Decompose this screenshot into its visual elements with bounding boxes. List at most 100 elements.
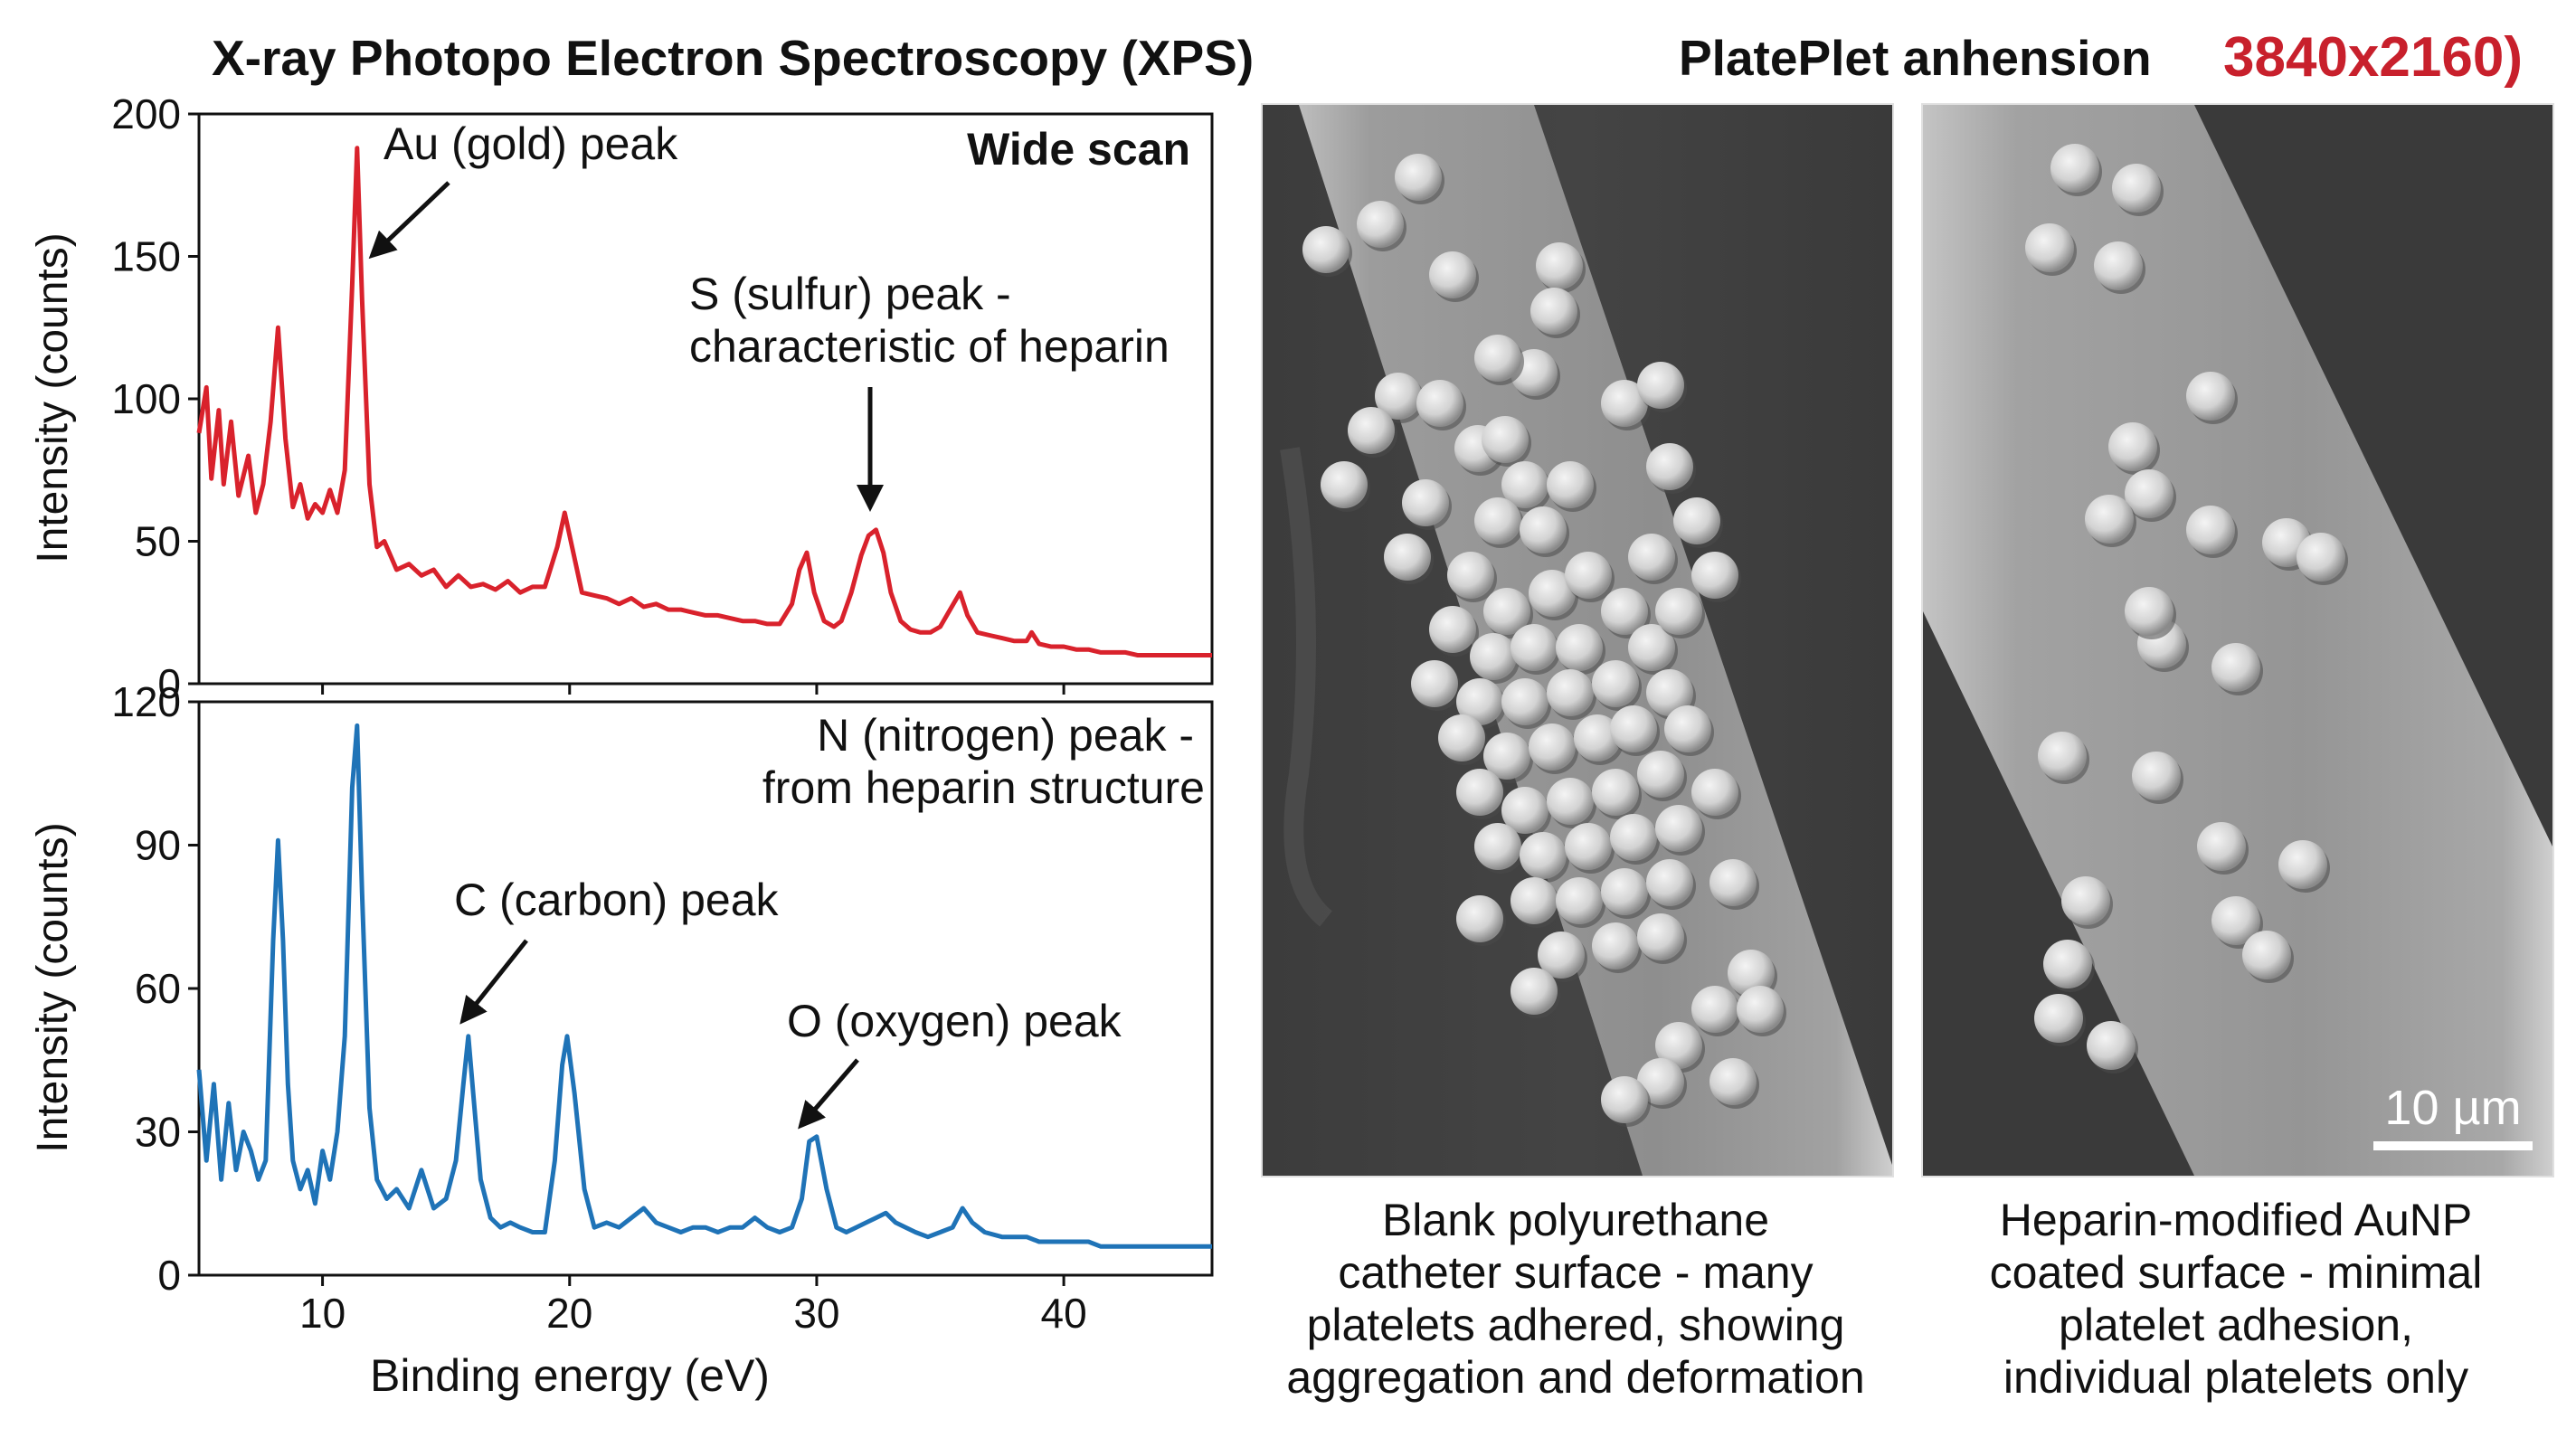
platelet: [2025, 223, 2074, 272]
sem-image-blank-surface: [1261, 103, 1894, 1177]
platelet: [2087, 1021, 2136, 1070]
platelet: [1592, 769, 1639, 816]
platelet: [1673, 497, 1720, 544]
platelet-scatter: [2025, 144, 2348, 1073]
platelet: [2125, 587, 2174, 636]
platelet: [1691, 552, 1738, 599]
platelet-cluster: [1302, 154, 1786, 1127]
platelet: [2108, 422, 2157, 471]
x-tick-label: 40: [1041, 1290, 1087, 1337]
peak-annotation: Au (gold) peak: [384, 118, 678, 169]
platelet: [1529, 724, 1576, 771]
peak-annotation: from heparin structure: [762, 762, 1205, 813]
platelet: [2211, 643, 2260, 692]
peak-annotation: C (carbon) peak: [454, 875, 779, 925]
platelet: [1395, 154, 1442, 201]
y-axis-label: Intensity (counts): [29, 232, 77, 563]
platelet: [1529, 570, 1576, 617]
platelet: [1601, 1076, 1648, 1123]
platelet: [2050, 144, 2099, 193]
platelet: [1655, 1022, 1702, 1069]
platelet: [2297, 533, 2345, 582]
platelet: [1511, 624, 1558, 671]
platelet: [1664, 705, 1711, 752]
platelet: [1637, 913, 1684, 960]
xps-panel-title: X-ray Photopo Electron Spectroscopy (XPS…: [212, 30, 1255, 86]
platelet: [1646, 859, 1693, 906]
peak-annotation: O (oxygen) peak: [787, 996, 1122, 1046]
platelet: [1592, 922, 1639, 969]
platelet: [1483, 733, 1530, 780]
scale-bar: 10 µm: [2373, 1080, 2533, 1150]
platelet: [1637, 751, 1684, 798]
x-tick-label: 30: [793, 1290, 839, 1337]
x-axis-label: Binding energy (eV): [370, 1350, 770, 1401]
scale-bar-line: [2373, 1141, 2533, 1150]
platelet: [1447, 552, 1494, 599]
x-tick-label: 20: [546, 1290, 592, 1337]
platelet: [1610, 814, 1657, 861]
platelet: [1411, 660, 1458, 707]
y-axis-label: Intensity (counts): [29, 822, 77, 1152]
sem-image-heparin-surface: 10 µm: [1921, 103, 2554, 1177]
scale-bar-label: 10 µm: [2384, 1081, 2522, 1135]
platelet: [1302, 226, 1350, 273]
platelet: [1501, 461, 1548, 508]
platelet: [1655, 805, 1702, 852]
platelet: [1402, 479, 1449, 526]
platelet: [1456, 895, 1503, 942]
platelet: [1709, 859, 1757, 906]
platelet: [1610, 705, 1657, 752]
platelet: [1646, 443, 1693, 490]
platelet: [2085, 495, 2134, 544]
platelet: [2112, 164, 2161, 213]
platelet: [1482, 416, 1529, 463]
platelet: [2034, 994, 2083, 1043]
platelet: [2061, 876, 2110, 925]
platelet: [1737, 986, 1784, 1033]
platelet: [1438, 714, 1485, 761]
peak-annotation: S (sulfur) peak -: [689, 269, 1011, 319]
y-tick-label: 100: [111, 375, 181, 422]
y-tick-label: 50: [135, 518, 181, 565]
platelet: [1474, 335, 1521, 382]
platelet: [1709, 1058, 1757, 1105]
spectrum-line: [196, 146, 1212, 657]
platelet: [1416, 380, 1463, 427]
platelet: [1574, 714, 1621, 761]
platelet: [1456, 769, 1503, 816]
y-tick-label: 120: [111, 678, 181, 725]
platelet: [1474, 497, 1521, 544]
resolution-label: 3840x2160): [2223, 26, 2523, 89]
platelet: [1628, 534, 1675, 581]
caption-heparin-surface: Heparin-modified AuNP coated surface - m…: [1989, 1195, 2483, 1403]
platelet: [2132, 752, 2181, 800]
platelet: [1637, 362, 1684, 409]
platelet: [1520, 832, 1567, 879]
platelet: [1511, 877, 1558, 924]
y-tick-label: 0: [157, 660, 181, 707]
platelet: [1601, 380, 1648, 427]
platelet: [1691, 986, 1738, 1033]
x-tick-label: 10: [299, 1290, 346, 1337]
peak-annotation: characteristic of heparin: [689, 321, 1170, 372]
platelet: [1601, 868, 1648, 915]
y-tick-label: 30: [135, 1109, 181, 1156]
platelet: [1348, 407, 1395, 454]
platelet: [1511, 968, 1558, 1015]
platelet: [1357, 201, 1404, 248]
platelet: [1501, 678, 1548, 725]
y-tick-label: 90: [135, 822, 181, 869]
platelet: [2094, 241, 2143, 290]
platelet: [1565, 552, 1612, 599]
platelet: [1601, 588, 1648, 635]
y-tick-label: 60: [135, 965, 181, 1012]
platelet: [1655, 588, 1702, 635]
platelet: [1646, 669, 1693, 716]
platelet: [1456, 678, 1503, 725]
annotation-arrow: [798, 1058, 859, 1130]
plot-frame: [197, 112, 1214, 686]
